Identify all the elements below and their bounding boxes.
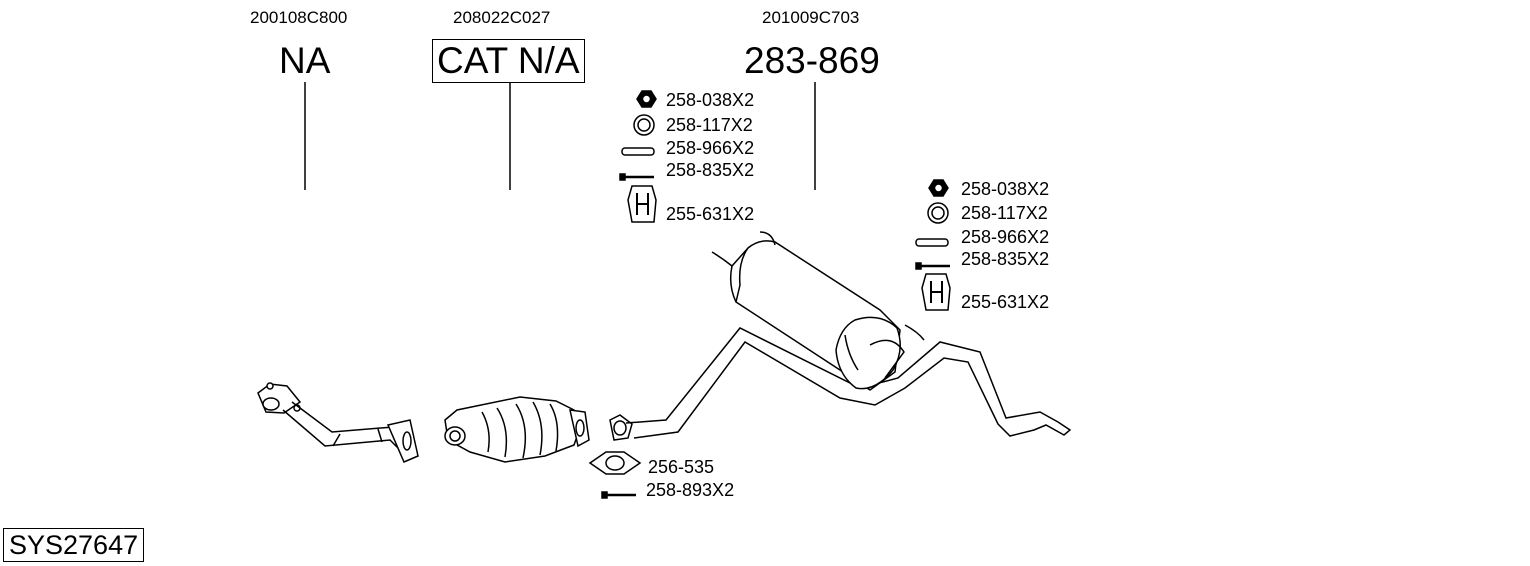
fitting-icons-cat — [588, 451, 642, 499]
oem-number-catalyst: 208022C027 — [453, 8, 551, 27]
fitting-label-rear-sleeve: 258-966X2 — [961, 227, 1050, 247]
oem-number-rear-silencer: 201009C703 — [762, 8, 860, 27]
rubber-hanger-icon — [627, 185, 657, 223]
part-number-front-pipe: NA — [279, 40, 331, 81]
fitting-label-rear-nut: 258-038X2 — [961, 179, 1050, 199]
fitting-label-front-nut: 258-038X2 — [666, 90, 755, 110]
rubber-hanger-icon — [921, 273, 951, 311]
sleeve-icon — [621, 147, 655, 156]
ring-gasket-icon — [927, 202, 949, 224]
part-number-rear-silencer: 283-869 — [744, 40, 880, 81]
system-code-badge: SYS27647 — [3, 528, 145, 562]
fitting-icons-front — [619, 90, 657, 223]
flange-gasket-icon — [588, 451, 642, 475]
fitting-label-rear-hanger: 255-631X2 — [961, 292, 1050, 312]
fitting-label-front-bolt: 258-835X2 — [666, 160, 755, 180]
rear-silencer-drawing — [609, 231, 1072, 441]
part-number-catalyst: CAT N/A — [432, 39, 585, 83]
fitting-label-flange-gasket: 256-535 — [648, 457, 715, 477]
front-pipe-drawing — [257, 382, 419, 463]
fitting-label-flange-bolt: 258-893X2 — [646, 480, 735, 500]
fitting-label-rear-bolt: 258-835X2 — [961, 249, 1050, 269]
fitting-label-front-gasket: 258-117X2 — [666, 115, 753, 135]
sleeve-icon — [915, 238, 949, 247]
fitting-label-front-sleeve: 258-966X2 — [666, 138, 755, 158]
oem-number-front-pipe: 200108C800 — [250, 8, 348, 27]
fitting-icons-rear — [915, 179, 951, 311]
ring-gasket-icon — [633, 114, 655, 136]
catalyst-drawing — [444, 396, 590, 463]
fitting-label-rear-gasket: 258-117X2 — [961, 203, 1048, 223]
fitting-label-front-hanger: 255-631X2 — [666, 204, 755, 224]
